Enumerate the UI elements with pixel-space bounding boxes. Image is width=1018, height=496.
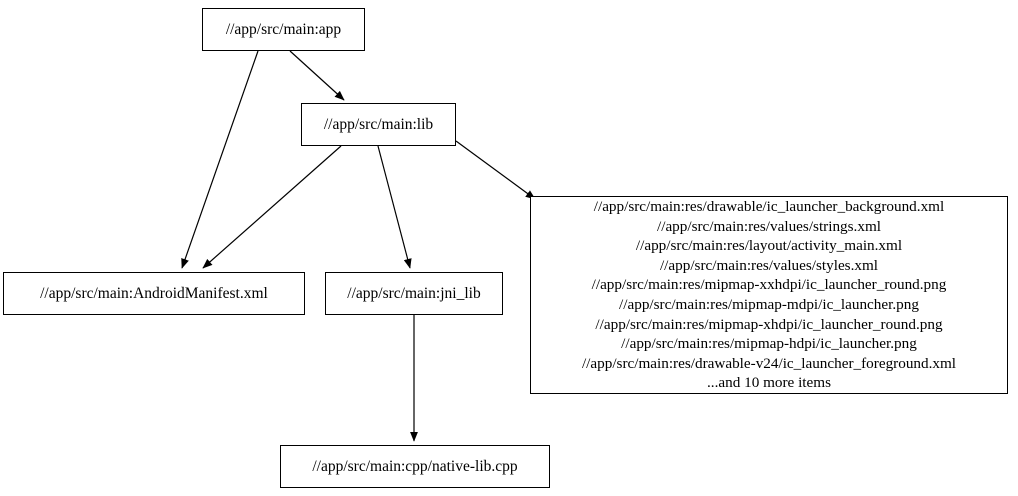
node-android-manifest[interactable]: //app/src/main:AndroidManifest.xml (3, 272, 305, 315)
node-app-label: //app/src/main:app (225, 20, 342, 38)
edge-app-to-manifest (181, 50, 259, 269)
node-lib-label: //app/src/main:lib (323, 115, 434, 133)
edge-lib-to-jni_lib (377, 145, 412, 269)
node-jni-lib[interactable]: //app/src/main:jni_lib (325, 272, 503, 315)
node-res-group[interactable]: //app/src/main:res/drawable/ic_launcher_… (530, 196, 1008, 394)
node-lib[interactable]: //app/src/main:lib (301, 103, 456, 146)
edge-lib-to-manifest (202, 145, 342, 269)
node-native-lib-cpp[interactable]: //app/src/main:cpp/native-lib.cpp (280, 445, 550, 488)
edge-app-to-lib (289, 50, 345, 101)
edge-lib-to-res (455, 140, 536, 200)
node-jni-lib-label: //app/src/main:jni_lib (347, 284, 481, 302)
node-res-group-label: //app/src/main:res/drawable/ic_launcher_… (581, 198, 957, 392)
node-app[interactable]: //app/src/main:app (202, 8, 365, 51)
node-android-manifest-label: //app/src/main:AndroidManifest.xml (40, 284, 268, 302)
node-native-lib-cpp-label: //app/src/main:cpp/native-lib.cpp (312, 457, 518, 475)
